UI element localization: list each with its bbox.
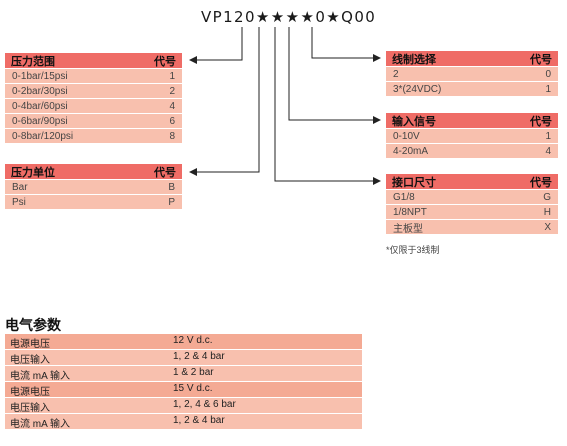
table-header: 压力范围 代号 [5, 53, 182, 69]
table-title: 压力范围 [11, 55, 55, 68]
table-title: 压力单位 [11, 166, 55, 179]
code-column-label: 代号 [530, 53, 552, 66]
table-header: 线制选择 代号 [386, 51, 558, 67]
table-header: 输入信号 代号 [386, 113, 558, 129]
code-column-label: 代号 [530, 176, 552, 189]
table-header: 接口尺寸 代号 [386, 174, 558, 190]
electrical-section-title: 电气参数 [5, 317, 61, 333]
footnote: *仅限于3线制 [386, 245, 440, 255]
table-title: 线制选择 [392, 53, 436, 66]
table-row: 3*(24VDC)1 [386, 82, 558, 97]
table-header: 压力单位 代号 [5, 164, 182, 180]
table-title: 输入信号 [392, 115, 436, 128]
code-column-label: 代号 [530, 115, 552, 128]
code-column-label: 代号 [154, 166, 176, 179]
model-code: VP120★★★★0★Q00 [201, 8, 377, 26]
table-title: 接口尺寸 [392, 176, 436, 189]
code-column-label: 代号 [154, 55, 176, 68]
